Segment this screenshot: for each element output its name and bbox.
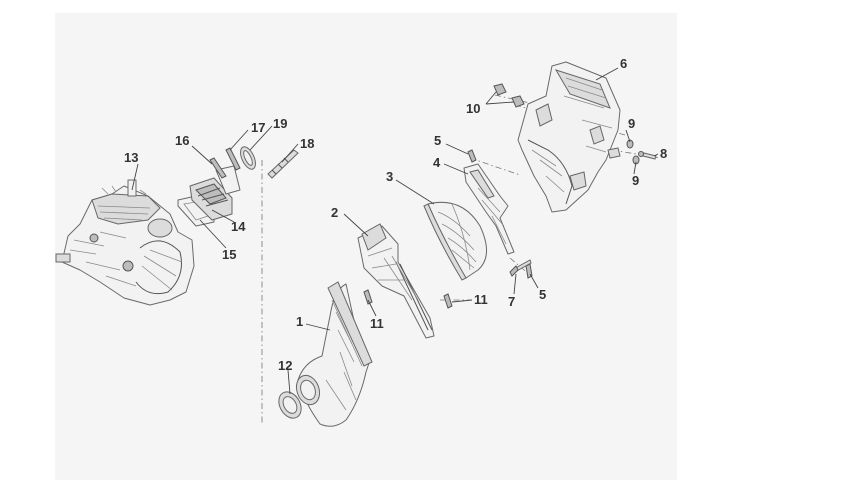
part-1-intake-duct (295, 281, 373, 427)
callout-8: 8 (660, 146, 667, 161)
callout-12: 12 (278, 358, 292, 373)
callout-2: 2 (331, 205, 338, 220)
callout-labels: 1 2 3 4 5 5 6 7 8 9 9 10 11 11 12 13 14 … (124, 56, 667, 373)
part-11-screw-left (363, 289, 373, 305)
callout-4: 4 (433, 155, 441, 170)
part-13-engine (55, 179, 195, 306)
callout-9-lower: 9 (632, 173, 639, 188)
part-6-airbox (517, 61, 621, 213)
callout-7: 7 (508, 294, 515, 309)
part-10-nut-upper (493, 83, 507, 96)
part-12-clamp-ring (278, 391, 302, 419)
callout-16: 16 (175, 133, 189, 148)
part-18-stud (267, 149, 299, 179)
callout-5-top: 5 (434, 133, 441, 148)
part-5-screw-top (467, 149, 477, 163)
part-3-air-filter (423, 201, 487, 281)
callout-5-bottom: 5 (539, 287, 546, 302)
part-4-filter-frame (463, 163, 515, 255)
leader-lines (131, 67, 659, 395)
part-8-bolt (638, 151, 657, 160)
callout-1: 1 (296, 314, 303, 329)
callout-13: 13 (124, 150, 138, 165)
callout-14: 14 (231, 219, 246, 234)
callout-15: 15 (222, 247, 236, 262)
callout-17: 17 (251, 120, 265, 135)
part-7-pin (509, 259, 532, 277)
callout-11-right: 11 (474, 292, 488, 307)
callout-19: 19 (273, 116, 287, 131)
part-16-bolt (209, 157, 227, 179)
part-19-o-ring (240, 146, 256, 170)
callout-18: 18 (300, 136, 314, 151)
part-10-nut-lower (511, 95, 525, 108)
callout-3: 3 (386, 169, 393, 184)
part-2-filter-cage (357, 223, 435, 339)
callout-9-upper: 9 (628, 116, 635, 131)
callout-11-left: 11 (370, 316, 384, 331)
callout-10: 10 (466, 101, 480, 116)
part-11-screw-right (443, 293, 453, 309)
part-9-washer-upper (626, 139, 634, 149)
part-17-screw (225, 147, 241, 171)
callout-6: 6 (620, 56, 627, 71)
